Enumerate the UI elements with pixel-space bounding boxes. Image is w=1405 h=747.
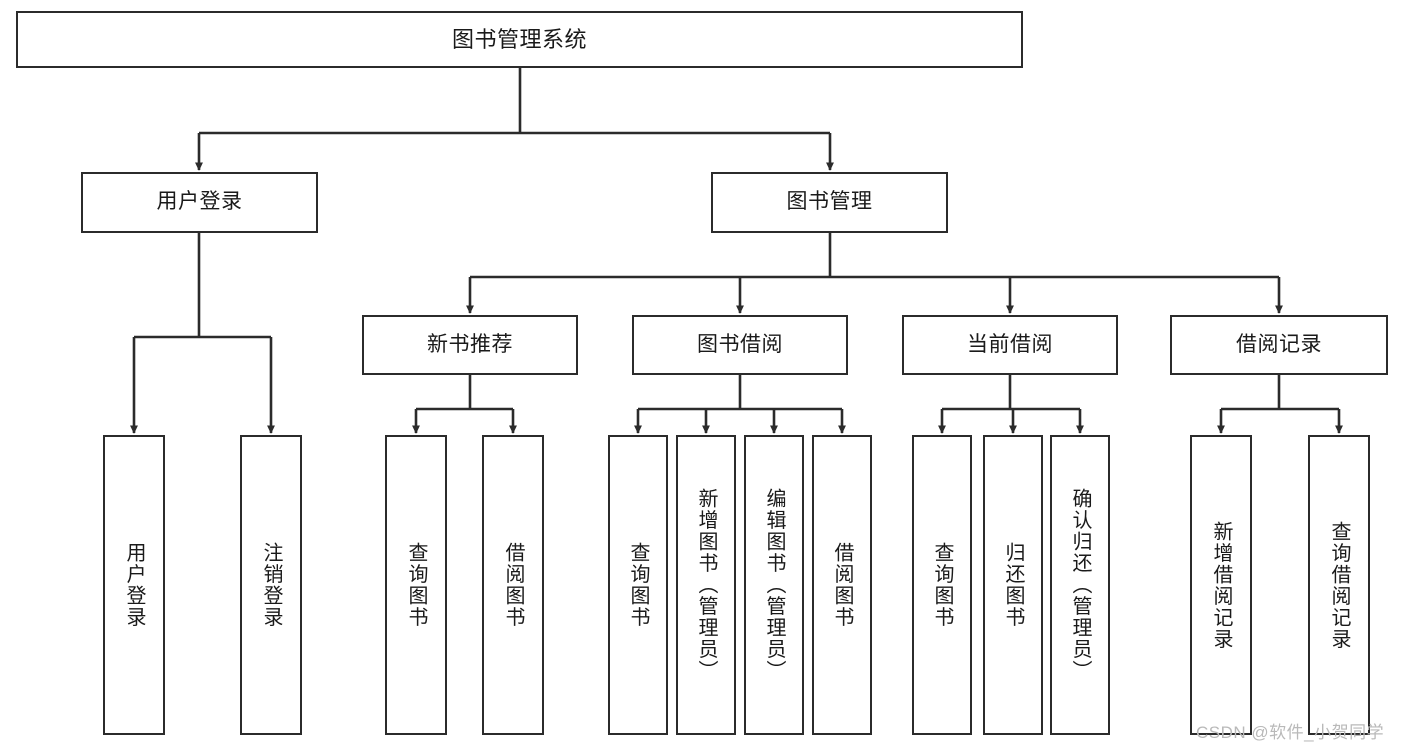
node-borrowing-record[interactable]: 借阅记录 xyxy=(1170,315,1388,375)
node-user-login[interactable]: 用户登录 xyxy=(81,172,318,233)
node-label: 编辑图书（管理员） xyxy=(763,488,785,682)
node-new-book-recommendation[interactable]: 新书推荐 xyxy=(362,315,578,375)
node-label: 查询图书 xyxy=(405,542,427,628)
leaf-edit-book-admin[interactable]: 编辑图书（管理员） xyxy=(744,435,804,735)
leaf-borrow-books-new-recommendation[interactable]: 借阅图书 xyxy=(482,435,544,735)
node-root-book-management-system[interactable]: 图书管理系统 xyxy=(16,11,1023,68)
node-label: 归还图书 xyxy=(1002,542,1024,628)
node-label: 查询借阅记录 xyxy=(1328,520,1350,650)
node-label: 图书借阅 xyxy=(697,332,783,356)
node-book-borrowing[interactable]: 图书借阅 xyxy=(632,315,848,375)
leaf-query-books-borrowing[interactable]: 查询图书 xyxy=(608,435,668,735)
leaf-add-book-admin[interactable]: 新增图书（管理员） xyxy=(676,435,736,735)
leaf-add-borrowing-record[interactable]: 新增借阅记录 xyxy=(1190,435,1252,735)
node-label: 借阅记录 xyxy=(1236,332,1322,356)
node-label: 当前借阅 xyxy=(967,332,1053,356)
node-label: 用户登录 xyxy=(156,190,243,214)
node-label: 新增图书（管理员） xyxy=(695,488,717,682)
node-label: 查询图书 xyxy=(627,542,649,628)
leaf-borrow-books[interactable]: 借阅图书 xyxy=(812,435,872,735)
node-label: 图书管理 xyxy=(786,190,873,214)
node-book-management[interactable]: 图书管理 xyxy=(711,172,948,233)
leaf-user-logout[interactable]: 注销登录 xyxy=(240,435,302,735)
node-label: 用户登录 xyxy=(123,542,145,628)
leaf-query-books-new-recommendation[interactable]: 查询图书 xyxy=(385,435,447,735)
node-label: 确认归还（管理员） xyxy=(1069,488,1091,682)
leaf-query-borrowing-record[interactable]: 查询借阅记录 xyxy=(1308,435,1370,735)
node-label: 图书管理系统 xyxy=(451,26,587,52)
csdn-watermark: CSDN @软件_小贺同学 xyxy=(1196,723,1385,742)
node-label: 借阅图书 xyxy=(502,542,524,628)
node-label: 新增借阅记录 xyxy=(1210,520,1232,650)
node-label: 新书推荐 xyxy=(427,332,513,356)
node-label: 借阅图书 xyxy=(831,542,853,628)
leaf-confirm-return-admin[interactable]: 确认归还（管理员） xyxy=(1050,435,1110,735)
leaf-query-books-current[interactable]: 查询图书 xyxy=(912,435,972,735)
node-current-borrowing[interactable]: 当前借阅 xyxy=(902,315,1118,375)
leaf-return-books[interactable]: 归还图书 xyxy=(983,435,1043,735)
leaf-user-login[interactable]: 用户登录 xyxy=(103,435,165,735)
node-label: 查询图书 xyxy=(931,542,953,628)
node-label: 注销登录 xyxy=(260,542,282,628)
